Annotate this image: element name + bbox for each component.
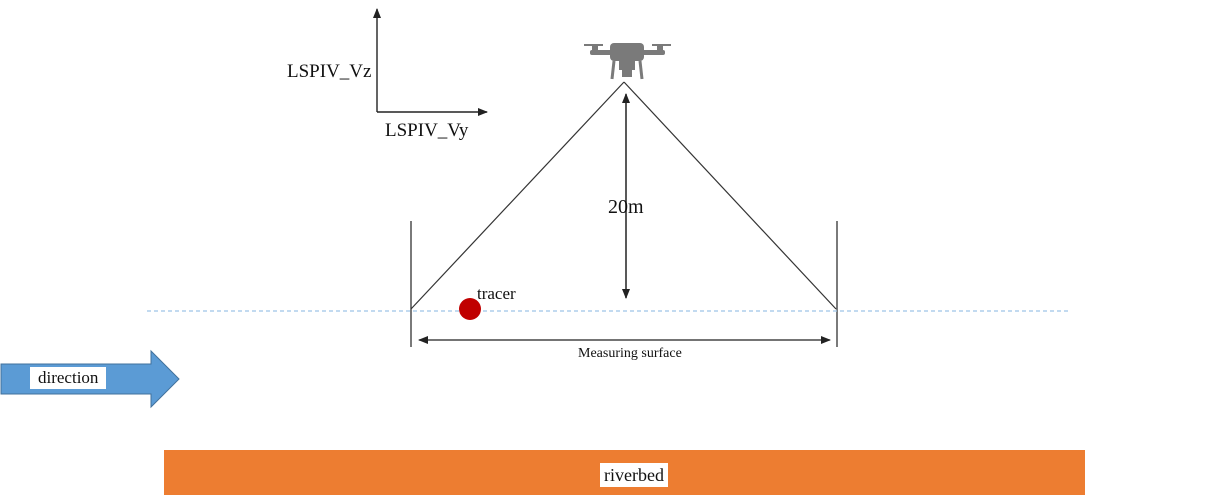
height-label: 20m [608, 196, 644, 218]
view-line-left [410, 81, 625, 310]
axis-horizontal-label: LSPIV_Vy [385, 120, 469, 141]
drone-icon [584, 43, 671, 80]
axis-vertical-label: LSPIV_Vz [287, 61, 372, 82]
tracer-label: tracer [477, 284, 516, 303]
view-line-right [623, 81, 837, 310]
tracer-particle [459, 298, 481, 320]
riverbed-label: riverbed [600, 463, 668, 487]
direction-label: direction [30, 367, 107, 389]
measuring-surface-label: Measuring surface [578, 346, 682, 361]
